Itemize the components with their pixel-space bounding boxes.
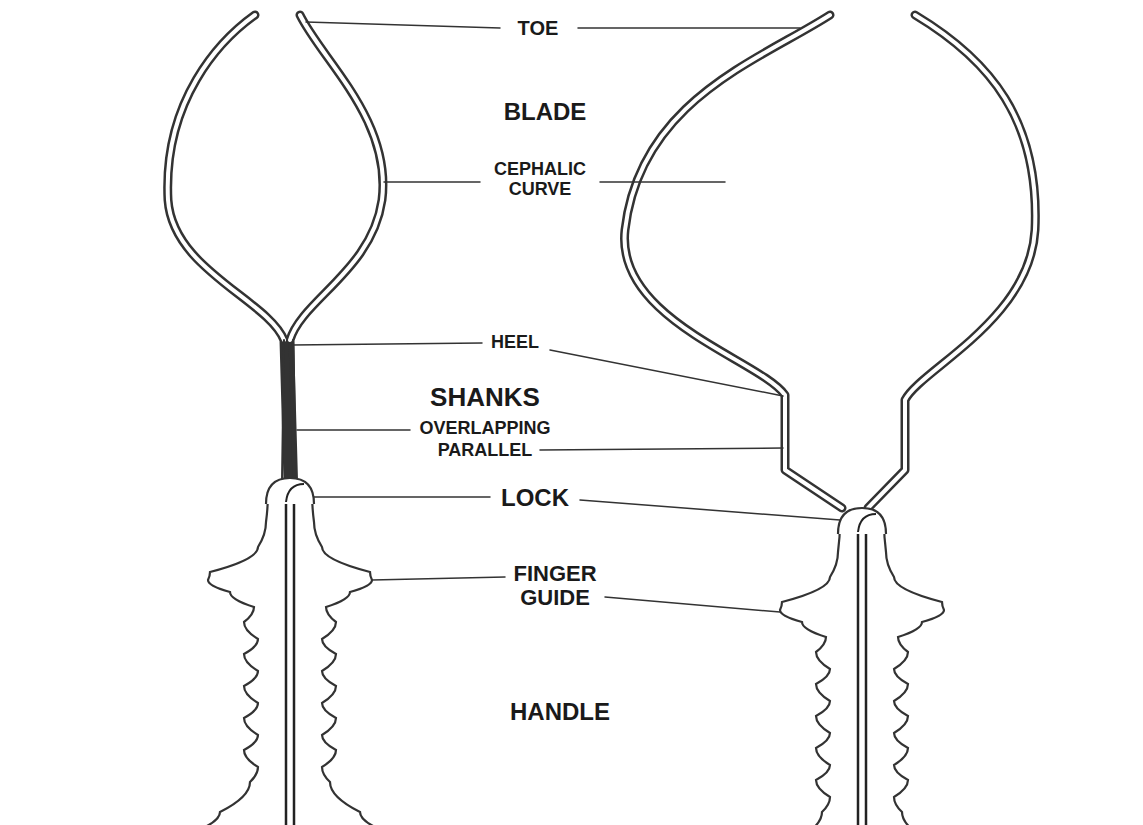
lock	[838, 508, 886, 534]
leader-lines	[292, 22, 840, 612]
part-label: TOE	[518, 17, 559, 39]
part-label: OVERLAPPING	[419, 419, 550, 439]
part-label: LOCK	[501, 485, 569, 511]
part-label: FINGER GUIDE	[513, 562, 596, 610]
lock-joint	[858, 514, 876, 532]
part-label: BLADE	[504, 99, 587, 125]
handle-split	[858, 530, 866, 825]
part-label: CEPHALIC CURVE	[494, 160, 586, 200]
handle-outline	[312, 492, 375, 825]
lock-joint	[286, 484, 304, 502]
handle-outline	[884, 522, 947, 825]
part-label: HANDLE	[510, 699, 610, 725]
part-label: SHANKS	[430, 383, 540, 412]
left-blades	[168, 15, 1036, 508]
blade-highlight	[168, 15, 1036, 508]
handle-outline	[777, 522, 840, 825]
handle-split	[286, 500, 294, 825]
handles	[205, 478, 947, 825]
part-label: HEEL	[491, 333, 539, 353]
lock	[266, 478, 314, 504]
part-label: PARALLEL	[438, 441, 533, 461]
handle-outline	[205, 492, 268, 825]
overlapping-shank	[282, 340, 297, 480]
